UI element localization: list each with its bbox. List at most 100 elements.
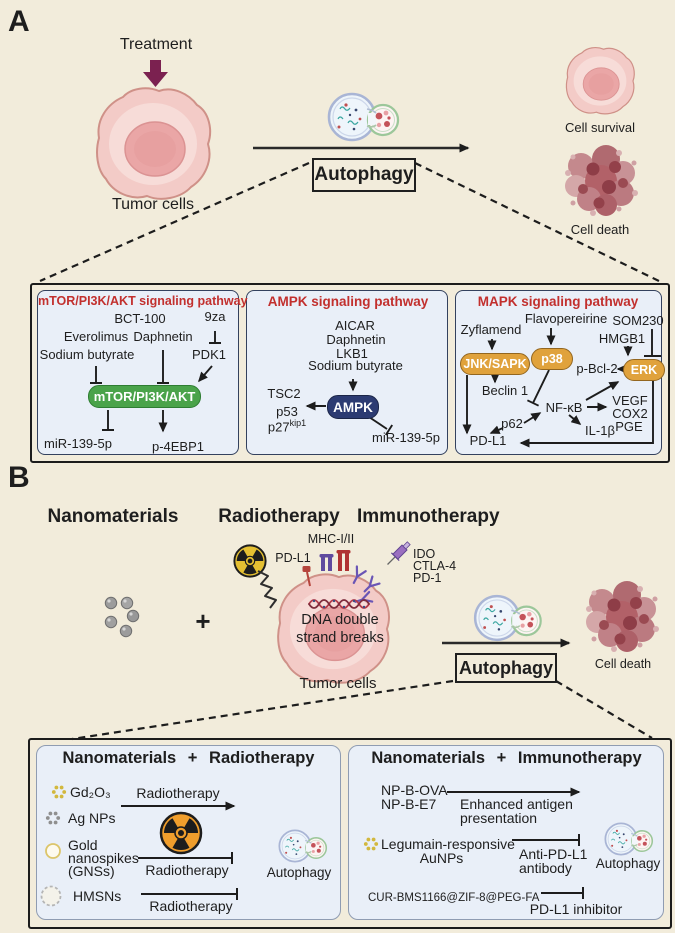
mapk-p38-label: p38 (541, 352, 563, 366)
ampk-mir: miR-139-5p (372, 430, 440, 445)
gd2o3-dots-icon (51, 785, 67, 799)
header-nanomaterials: Nanomaterials (47, 506, 179, 527)
autophagy-vesicle-icon-radio (278, 829, 328, 863)
nanoparticles-icon (104, 596, 140, 638)
cell-death-label-b: Cell death (594, 657, 652, 671)
pd1-label: PD-1 (413, 571, 442, 585)
mtor-p4ebp1: p-4EBP1 (151, 439, 205, 454)
radiation-wave-icon (257, 570, 277, 609)
ampk-p53: p53 (276, 404, 298, 419)
gd2o3-label: Gd₂O₃ (70, 784, 111, 800)
tumor-cells-label-b: Tumor cells (299, 675, 377, 692)
mapk-erk-pill: ERK (623, 359, 665, 381)
mtor-pill-label: mTOR/PI3K/AKT (93, 389, 196, 404)
pdl1-label-b: PD-L1 (275, 551, 311, 565)
mapk-p62: p62 (501, 416, 523, 431)
radiotherapy-label-3: Radiotherapy (149, 898, 233, 914)
enhanced-antigen-line1: Enhanced antigen (460, 796, 573, 812)
panel-a-label: A (8, 5, 30, 38)
mhc-label: MHC-I/II (307, 532, 355, 546)
autophagy-box-a: Autophagy (312, 158, 416, 192)
mapk-jnk-pill: JNK/SAPK (460, 353, 530, 375)
mapk-pbcl2: p-Bcl-2 (576, 361, 618, 376)
mapk-flavopereirine: Flavopereirine (524, 311, 608, 326)
autophagy-label-immuno-box: Autophagy (595, 856, 661, 871)
autophagy-vesicle-icon-immuno (604, 822, 654, 856)
radio-box-arrows (121, 801, 238, 900)
mapk-som230: SOM230 (612, 313, 664, 328)
anti-pdl1-line2: antibody (519, 860, 572, 876)
ampk-p27: p27kip1 (247, 418, 327, 435)
mapk-il1b: IL-1β (585, 423, 615, 438)
hmsn-icon (40, 885, 62, 907)
pathway-box-ampk (246, 290, 448, 455)
mapk-vegf: VEGF (612, 393, 648, 408)
mtor-pathway-arrows (90, 331, 221, 433)
immuno-box-arrows (447, 787, 584, 899)
mhc-receptor-icons (319, 550, 351, 571)
therapy-panel-outer-frame (28, 738, 672, 929)
mapk-nfkb: NF-κB (545, 400, 583, 415)
gold-nanospike-icon (45, 843, 61, 859)
mtor-pdk1: PDK1 (192, 347, 226, 362)
legumain-label-line1: Legumain-responsive (381, 836, 515, 852)
ctla4-label: CTLA-4 (413, 559, 457, 573)
cell-death-illustration-a (565, 145, 638, 216)
mapk-erk-label: ERK (630, 363, 658, 377)
mapk-p38-pill: p38 (531, 348, 573, 370)
ampk-aicar: AICAR (335, 318, 375, 333)
ampk-lkb1: LKB1 (336, 346, 368, 361)
mapk-zyflamend: Zyflamend (460, 322, 522, 337)
plus-sign: + (195, 606, 211, 636)
ampk-tsc2: TSC2 (267, 386, 301, 401)
mtor-daphnetin: Daphnetin (133, 329, 193, 344)
mapk-jnk-label: JNK/SAPK (463, 357, 527, 371)
gold-label-line1: Gold (68, 837, 98, 853)
dna-label-line2: strand breaks (296, 630, 384, 646)
tumor-cell-a-illustration (96, 87, 212, 200)
autophagy-vesicle-icon-b (473, 594, 542, 642)
pdl1-receptor-icon (302, 566, 311, 587)
dna-label-line1: DNA double (301, 612, 379, 628)
ampk-sodium-butyrate: Sodium butyrate (308, 358, 403, 373)
ampk-daphnetin: Daphnetin (326, 332, 386, 347)
np-b-ova-label: NP-B-OVA (381, 782, 448, 798)
radiotherapy-label-2: Radiotherapy (145, 862, 229, 878)
pdl1-inhibitor-label: PD-L1 inhibitor (529, 901, 623, 917)
hmsn-label: HMSNs (73, 888, 122, 904)
cell-survival-illustration (565, 46, 635, 115)
radio-box-title: Nanomaterials + Radiotherapy (62, 749, 315, 767)
mtor-mir: miR-139-5p (44, 436, 112, 451)
radiation-icon-box (159, 811, 203, 855)
ampk-pill: AMPK (327, 395, 379, 419)
autophagy-label-a: Autophagy (314, 164, 414, 185)
ampk-pill-label: AMPK (333, 399, 373, 415)
pathway-panel-outer-frame (30, 283, 670, 463)
mtor-bct100: BCT-100 (114, 311, 166, 326)
panel-b-label: B (8, 461, 30, 494)
ampk-p27-sup: kip1 (289, 418, 307, 428)
agnps-dots-icon (45, 811, 61, 825)
autophagy-label-radio-box: Autophagy (266, 865, 332, 880)
header-radiotherapy: Radiotherapy (218, 506, 340, 527)
autophagy-box-b: Autophagy (455, 653, 557, 683)
gold-label-line2: nanospikes (68, 850, 139, 866)
mapk-title: MAPK signaling pathway (477, 294, 639, 309)
aunps-dots-icon (363, 837, 379, 851)
syringe-icon (387, 541, 411, 565)
treatment-arrow-icon (143, 60, 168, 87)
radiotherapy-label-1: Radiotherapy (136, 785, 220, 801)
cell-death-label-a: Cell death (570, 222, 630, 237)
treatment-label: Treatment (119, 36, 193, 53)
enhanced-antigen-line2: presentation (460, 810, 538, 826)
mapk-pge: PGE (615, 419, 643, 434)
mapk-pathway-arrows (462, 328, 661, 448)
ampk-p27-base: p27 (267, 419, 290, 435)
mtor-sodium-butyrate: Sodium butyrate (39, 347, 135, 362)
gold-label-line3: (GNSs) (68, 863, 115, 879)
zoom-dashed-lines-b (71, 679, 653, 741)
mapk-hmgb1: HMGB1 (598, 331, 646, 346)
immuno-box-title: Nanomaterials + Immunotherapy (371, 749, 642, 767)
